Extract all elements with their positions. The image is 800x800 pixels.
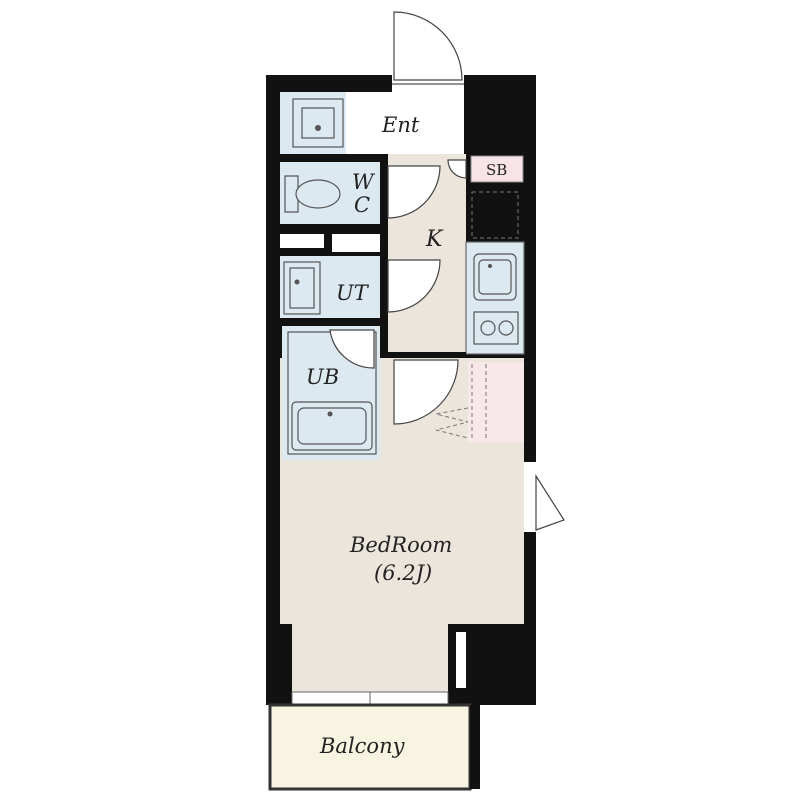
sink-drain bbox=[488, 264, 492, 268]
shoe-cabinet-knob bbox=[315, 125, 321, 131]
utility-top-strip-2 bbox=[332, 234, 380, 252]
bedroom-floor-lower bbox=[292, 620, 448, 692]
washbasin-inner bbox=[289, 267, 315, 309]
label-kitchen: K bbox=[425, 227, 444, 252]
bedroom-door-icon bbox=[393, 359, 459, 425]
label-shoe-box: SB bbox=[486, 161, 507, 179]
stove-burner-right bbox=[498, 320, 514, 336]
side-window-icon bbox=[535, 473, 565, 531]
closet bbox=[468, 362, 524, 442]
side-window-gap bbox=[524, 462, 536, 532]
label-unit-bath: UB bbox=[306, 365, 339, 389]
toilet-icon bbox=[284, 175, 299, 213]
notch-window bbox=[456, 632, 466, 688]
entrance-door-icon bbox=[393, 11, 463, 81]
label-toilet-w: W bbox=[352, 170, 376, 194]
unit-bath-door-icon bbox=[329, 329, 375, 369]
label-bedroom-size: (6.2J) bbox=[374, 561, 432, 585]
stove-burner-left bbox=[480, 320, 496, 336]
balcony-side-wall bbox=[470, 705, 480, 789]
label-toilet-c: C bbox=[354, 193, 370, 217]
shoe-cabinet-inner bbox=[301, 107, 335, 139]
fridge-space-icon bbox=[471, 191, 519, 239]
label-bedroom: BedRoom bbox=[349, 533, 452, 557]
kitchen-bedroom-wall bbox=[380, 352, 466, 358]
bathtub-drain bbox=[327, 411, 333, 417]
shoe-box-door-icon bbox=[447, 159, 467, 179]
bathtub-inner bbox=[297, 407, 367, 445]
shoe-box bbox=[470, 155, 524, 183]
utility-top-strip bbox=[280, 234, 324, 248]
label-balcony: Balcony bbox=[319, 734, 406, 758]
entrance-floor bbox=[346, 92, 464, 154]
toilet-bowl-icon bbox=[295, 179, 341, 209]
utility-door-icon bbox=[387, 259, 441, 313]
washbasin-drain bbox=[294, 279, 300, 285]
toilet-door-icon bbox=[387, 165, 441, 219]
label-entrance: Ent bbox=[381, 113, 420, 137]
sink-inner bbox=[478, 259, 512, 295]
balcony-area bbox=[268, 703, 472, 791]
closet-fold-door-icon bbox=[435, 407, 469, 439]
label-utility: UT bbox=[336, 281, 370, 305]
